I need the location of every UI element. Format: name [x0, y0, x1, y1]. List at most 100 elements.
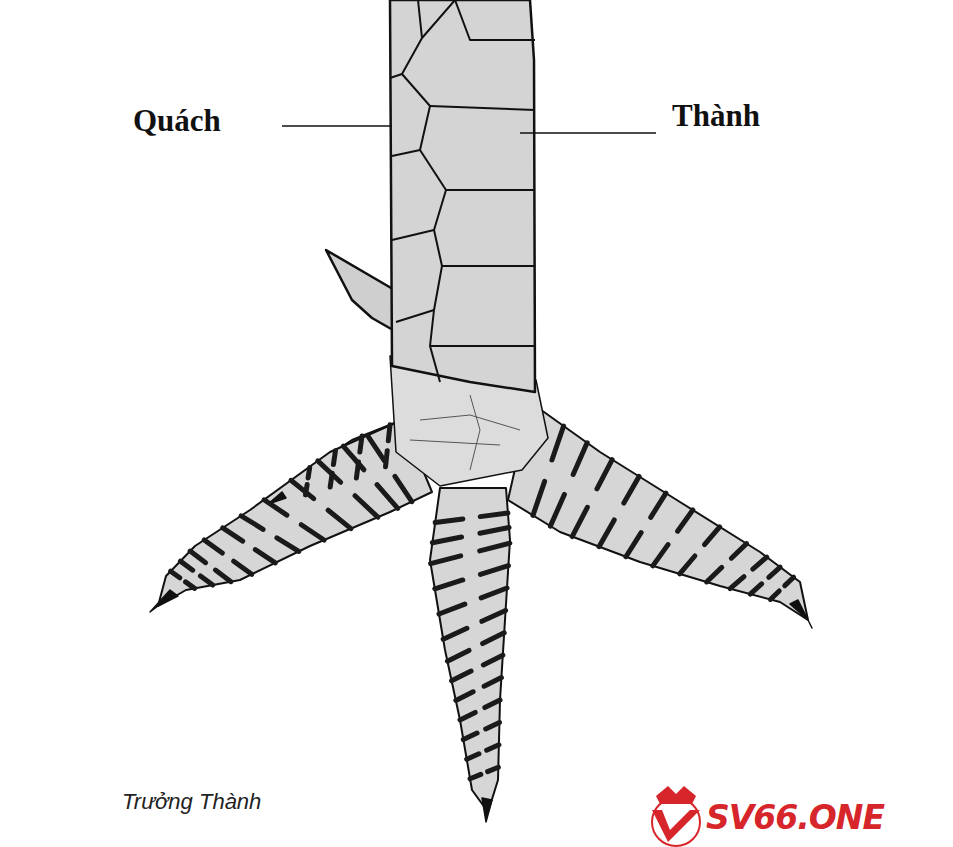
toe-stripe [439, 604, 465, 614]
toe-stripe [360, 436, 362, 452]
toe-stripe [597, 460, 612, 489]
leader-line [282, 125, 392, 127]
toe-stripe [770, 591, 779, 599]
toe-stripe [480, 528, 509, 534]
toe-stripe [470, 774, 481, 778]
claw [482, 798, 492, 822]
toe-stripe [707, 567, 722, 582]
toe-stripe [356, 462, 358, 478]
toe-stripe [552, 426, 564, 460]
toe-stripe [730, 577, 744, 589]
toe-stripe [486, 722, 500, 729]
toe-stripe [435, 580, 463, 589]
toe-stripe [367, 435, 384, 460]
toe-stripe [395, 476, 412, 501]
toe-stripe [171, 571, 180, 578]
toe-stripe [308, 468, 310, 478]
toe-stripe [330, 473, 332, 487]
toe-stripe [328, 510, 351, 528]
toe-stripe [483, 655, 502, 665]
toe-stripe [651, 493, 666, 517]
toe-stripe [750, 584, 761, 594]
toe-stripes [171, 425, 794, 779]
toe-stripe [481, 588, 507, 598]
toe-stripe [626, 533, 641, 557]
toe-stripe [215, 570, 231, 582]
toe-stripe [234, 561, 252, 574]
toe-stripe [653, 545, 668, 566]
toe-stripe [484, 678, 501, 687]
toe-stripe [377, 485, 398, 509]
toe-stripe [769, 567, 780, 577]
part-label: Thành [672, 99, 760, 133]
claw [150, 590, 178, 612]
toe-stripe [753, 557, 767, 569]
v-icon [652, 810, 700, 842]
toe-stripe [355, 496, 378, 517]
toe-stripe [467, 754, 479, 759]
toe-stripe [277, 538, 299, 552]
middle-toe [430, 488, 510, 812]
toe-stripe [186, 582, 195, 589]
toe-stripe [291, 480, 314, 498]
shank [390, 0, 535, 392]
toe-stripe [200, 576, 212, 585]
toe-stripe [785, 577, 794, 585]
toe-stripe [223, 528, 243, 541]
toe-stripe [301, 525, 324, 540]
toe-stripe [204, 540, 222, 553]
toe-stripe [533, 481, 545, 515]
toe-stripe [704, 527, 719, 545]
toe-stripe [180, 561, 192, 570]
toe-stripe [443, 628, 467, 639]
toe-stripe [482, 610, 506, 621]
foot-drawing [150, 0, 812, 822]
toe-stripe [480, 566, 508, 575]
toe-stripe [488, 767, 499, 771]
toe-stripe [386, 451, 388, 467]
logo-ring [652, 798, 700, 846]
part-label: Quách [133, 104, 221, 138]
toe-stripe [447, 650, 469, 661]
toe-stripe [456, 692, 473, 701]
toe-stripe [573, 443, 587, 475]
toe-stripe [680, 556, 695, 574]
toe-stripe [432, 537, 461, 543]
right-toe [508, 402, 808, 620]
scale-lines [390, 0, 535, 346]
toe-stripe [550, 494, 564, 526]
toe-stripe [388, 425, 390, 441]
toe-stripe [241, 516, 263, 530]
leader-line [520, 132, 656, 134]
toe-stripe [264, 500, 287, 515]
toe-stripe [306, 485, 308, 495]
toe-stripe [572, 507, 587, 536]
toe-stripe [480, 513, 508, 517]
toe-stripe [480, 543, 510, 551]
toe-stripe [487, 745, 499, 750]
spur [326, 250, 400, 334]
toe-stripe [255, 550, 275, 563]
scale-lines [402, 0, 446, 382]
left-toe [158, 420, 432, 606]
toe-stripe [435, 519, 463, 523]
toe-stripe [624, 476, 639, 503]
toe-stripe [678, 510, 693, 531]
toe-stripe [431, 556, 461, 564]
toe-stripe [485, 700, 500, 708]
watermark: SV66.ONE [706, 800, 884, 836]
toe-stripe [483, 633, 505, 644]
pad-wrinkles [410, 395, 520, 470]
toe-stripe [731, 544, 746, 559]
caption: Trưởng Thành [122, 790, 261, 814]
toe-stripe [333, 451, 335, 465]
toe-stripe [463, 733, 477, 740]
toe-stripe [460, 712, 475, 720]
toe-stripe [452, 671, 471, 681]
toe-stripe [190, 551, 206, 563]
watermark-logo [652, 786, 700, 846]
toe-stripe [599, 520, 614, 547]
claw [790, 600, 812, 628]
